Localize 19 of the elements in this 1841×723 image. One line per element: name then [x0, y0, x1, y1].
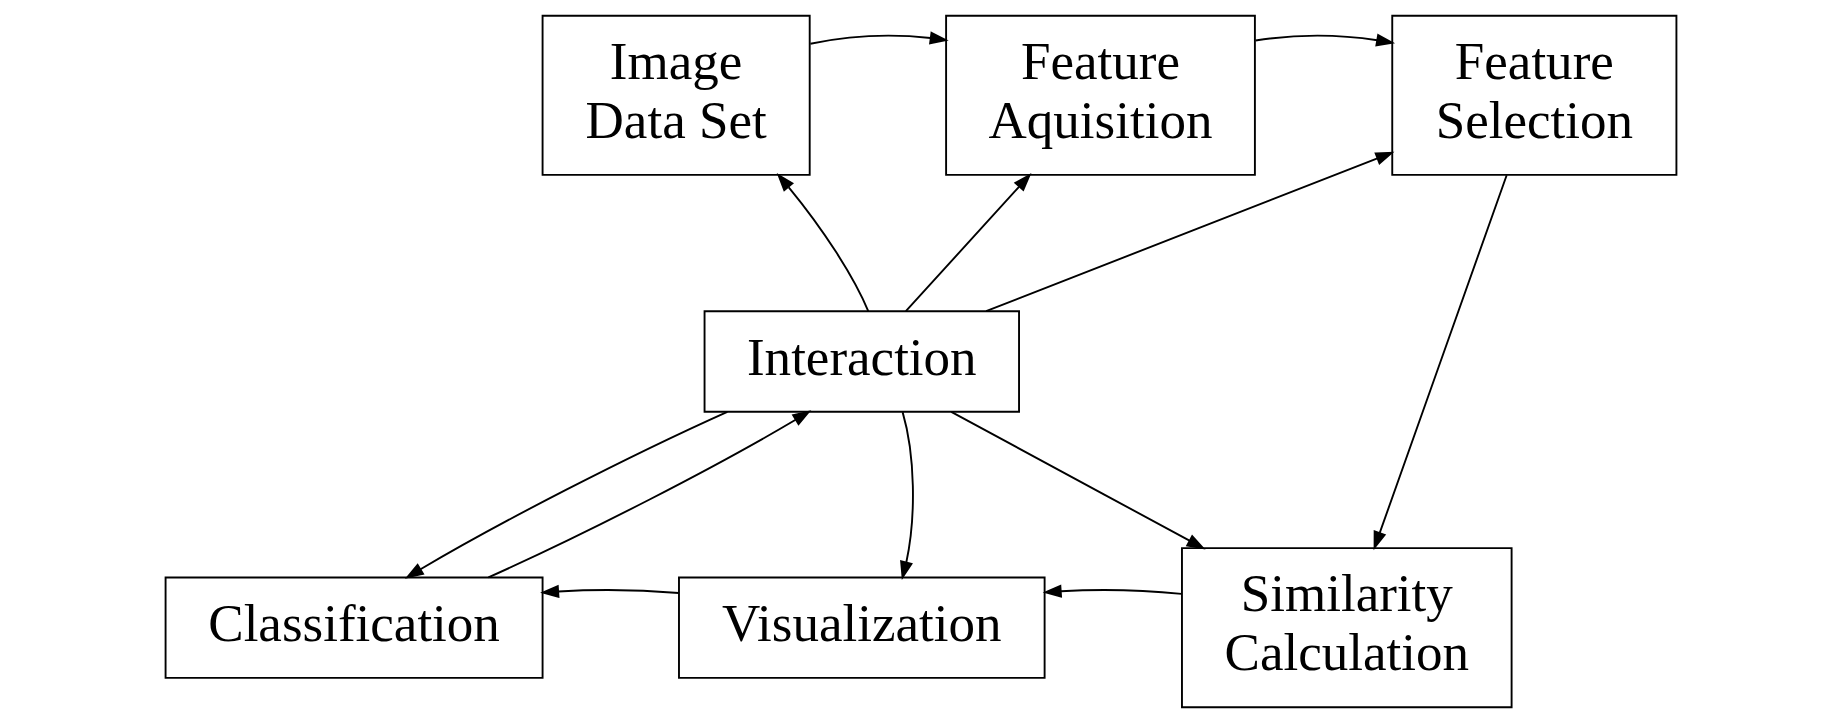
arrow [899, 411, 914, 581]
node-box: Feature Selection [1390, 14, 1677, 176]
node-box: Visualization [677, 576, 1046, 679]
node-box: Image Data Set [541, 14, 811, 176]
arrow [1042, 584, 1182, 598]
arrow [949, 410, 1206, 550]
arrow [404, 410, 728, 579]
arrow [808, 31, 949, 45]
arrow [539, 584, 680, 599]
node-box: Similarity Calculation [1180, 547, 1513, 709]
arrow [486, 410, 811, 579]
node-box: Interaction [703, 310, 1020, 413]
arrow [904, 173, 1031, 313]
arrow [984, 151, 1394, 313]
arrow [1373, 174, 1508, 551]
node-box: Feature Aquisition [944, 14, 1256, 176]
arrow [1254, 33, 1395, 47]
node-box: Classification [164, 576, 544, 679]
arrow [776, 173, 869, 313]
